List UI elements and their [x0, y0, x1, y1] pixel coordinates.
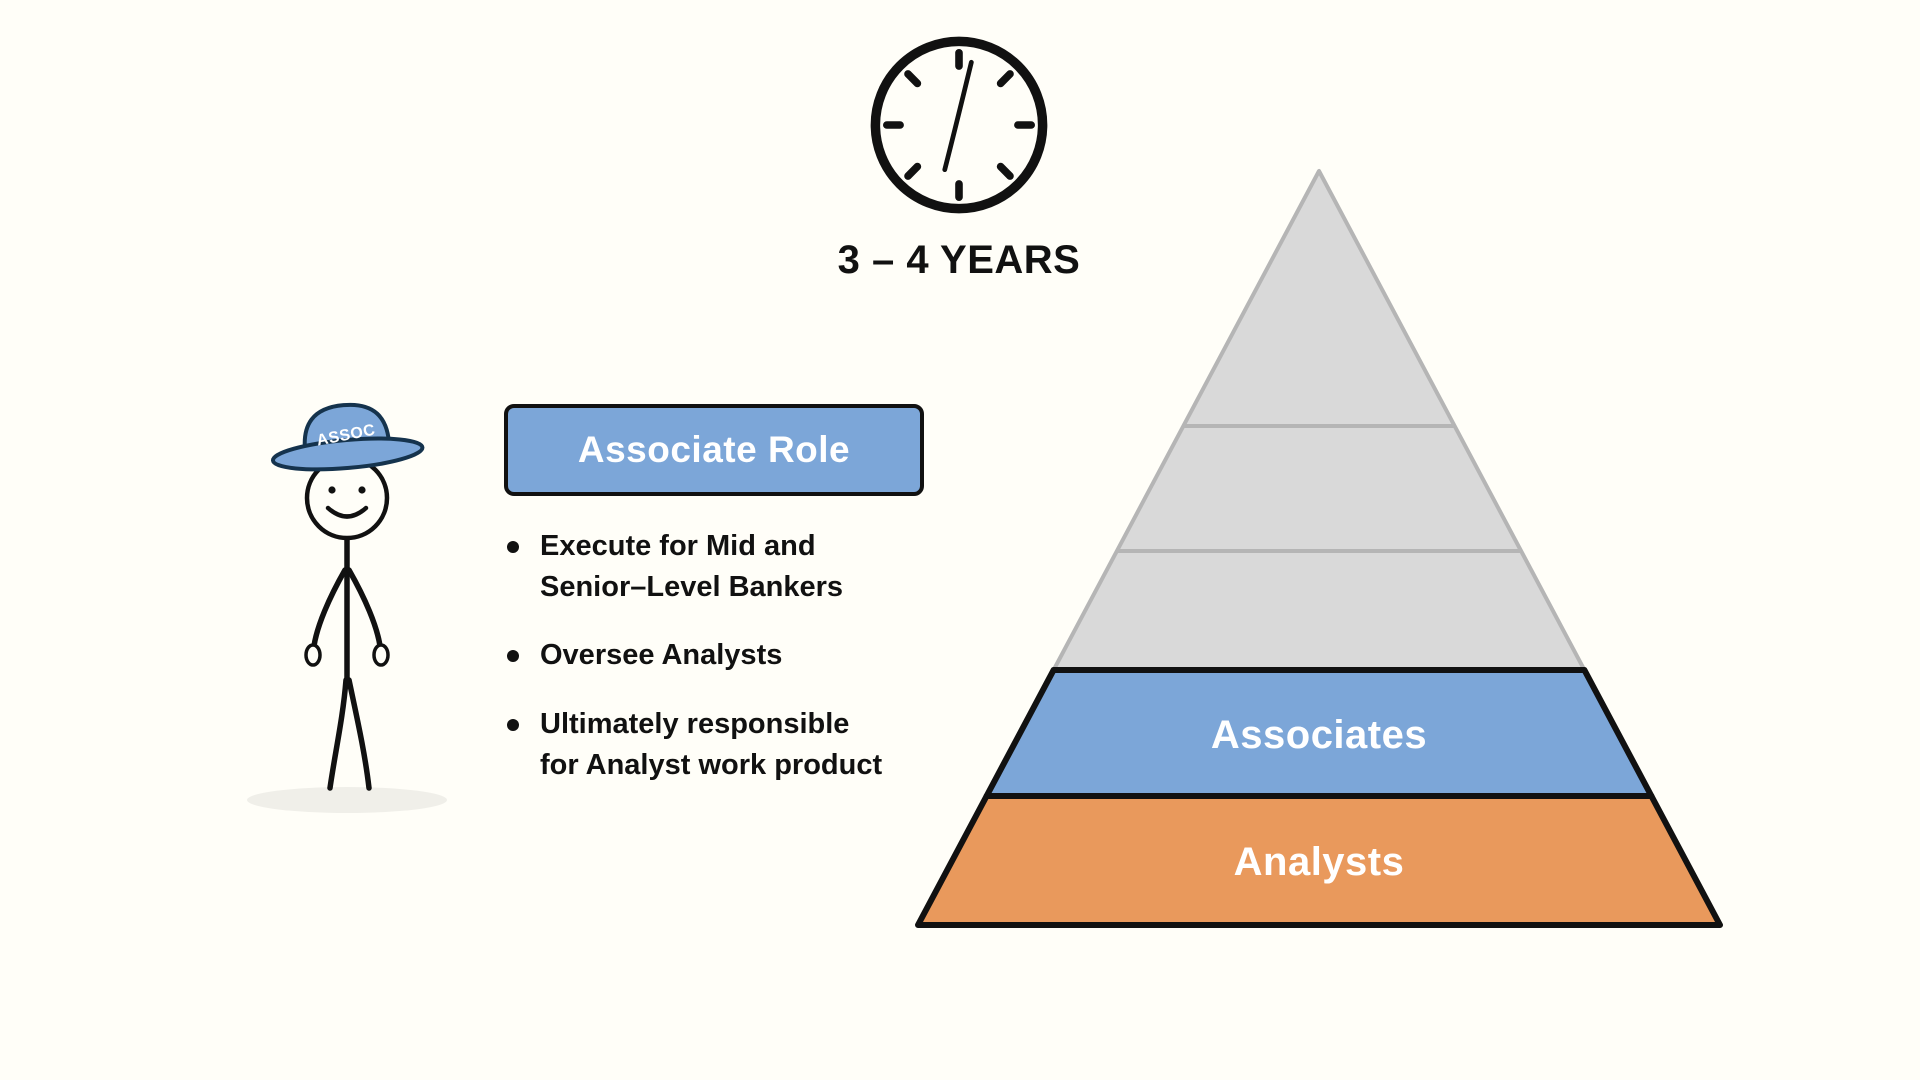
character-arms	[311, 567, 383, 649]
clock-icon	[870, 36, 1048, 214]
role-bullet-list: Execute for Mid and Senior–Level Bankers…	[504, 526, 924, 786]
clock-ticks	[883, 49, 1035, 201]
pyramid-analysts-tier	[915, 793, 1723, 928]
timeline-section: 3 – 4 YEARS	[799, 30, 1119, 283]
character-shadow	[247, 787, 447, 813]
character-hat-icon: ASSOC	[270, 402, 425, 472]
associate-character: ASSOC	[247, 402, 447, 813]
duration-label: 3 – 4 YEARS	[837, 238, 1081, 282]
bullet-item: Oversee Analysts	[504, 635, 924, 676]
pyramid-senior-tiers	[1051, 169, 1587, 672]
bullet-item: Ultimately responsible for Analyst work …	[504, 704, 924, 786]
hierarchy-pyramid: Associates Analysts	[915, 169, 1723, 928]
associates-label: Associates	[1211, 713, 1427, 757]
clock-hands	[942, 59, 974, 173]
character-legs	[327, 677, 372, 791]
analysts-label: Analysts	[1234, 840, 1405, 884]
role-title-box: Associate Role	[504, 404, 924, 496]
character-hands	[304, 643, 390, 667]
character-face	[325, 486, 369, 519]
role-panel: Associate Role Execute for Mid and Senio…	[504, 404, 944, 813]
role-title: Associate Role	[577, 429, 851, 470]
bullet-item: Execute for Mid and Senior–Level Bankers	[504, 526, 924, 608]
